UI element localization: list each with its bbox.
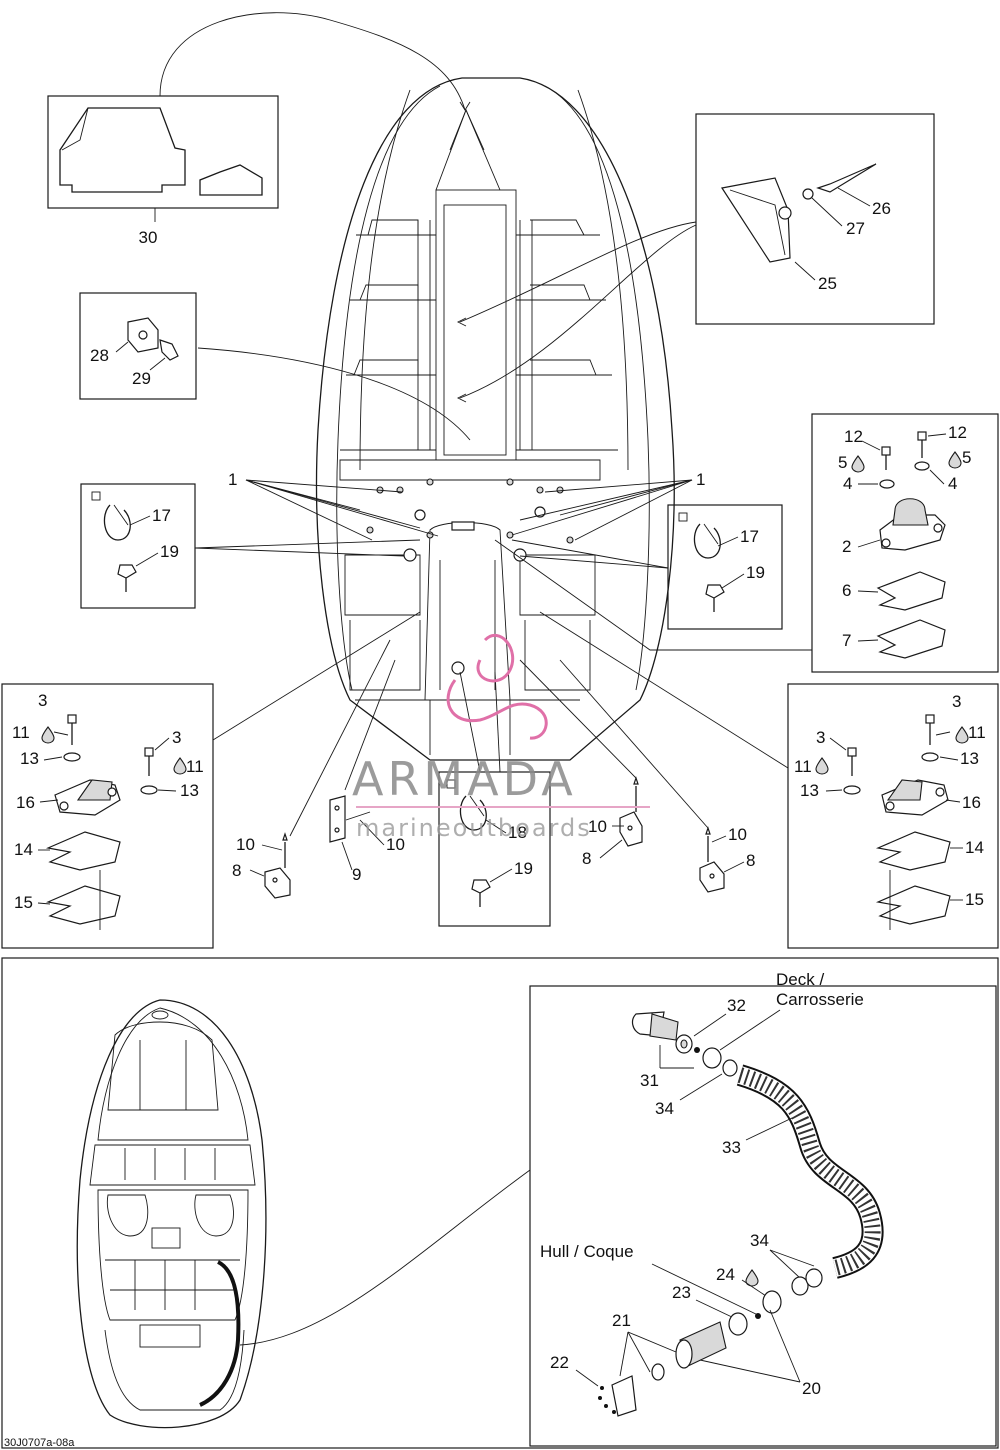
label-10-c: 10 <box>588 817 607 836</box>
figure-code: 30J0707a-08a <box>4 1437 75 1449</box>
label-10-a: 10 <box>236 835 255 854</box>
label-15-l: 15 <box>14 893 33 912</box>
box-25-26-27: 26 27 25 <box>456 113 935 403</box>
label-1-left-group: 1 <box>228 470 439 541</box>
label-3-la: 3 <box>38 691 47 710</box>
label-16-r: 16 <box>962 793 981 812</box>
label-5-a: 5 <box>838 453 847 472</box>
drop-icon <box>955 726 969 744</box>
label-27: 27 <box>846 219 865 238</box>
box-right-engine-mount: 3 11 13 16 14 15 3 11 13 <box>539 611 999 949</box>
label-33: 33 <box>722 1138 741 1157</box>
box-28-29: 28 29 <box>79 292 471 441</box>
label-2: 2 <box>842 537 851 556</box>
label-1-right-group: 1 <box>511 470 705 541</box>
label-8-d: 8 <box>746 851 755 870</box>
square-marker-icon <box>91 491 101 501</box>
label-3-lb: 3 <box>172 728 181 747</box>
drain-detail-parts: Deck / Carrosserie 32 31 34 33 34 Hull /… <box>540 970 884 1417</box>
label-34-b: 34 <box>750 1231 769 1250</box>
hull-callout: Hull / Coque <box>540 1242 634 1261</box>
label-20: 20 <box>802 1379 821 1398</box>
label-15-r: 15 <box>965 890 984 909</box>
label-3-rb: 3 <box>816 728 825 747</box>
label-1-left: 1 <box>228 470 237 489</box>
label-28: 28 <box>90 346 109 365</box>
label-13-ra: 13 <box>960 749 979 768</box>
label-16-l: 16 <box>16 793 35 812</box>
label-19-c: 19 <box>514 859 533 878</box>
drop-icon <box>815 757 829 775</box>
label-11-la: 11 <box>12 723 30 742</box>
label-17-left: 17 <box>152 506 171 525</box>
label-7: 7 <box>842 631 851 650</box>
label-32: 32 <box>727 996 746 1015</box>
label-13-rb: 13 <box>800 781 819 800</box>
drop-icon <box>851 455 865 473</box>
drain-detail-box <box>529 985 997 1447</box>
label-24: 24 <box>716 1265 735 1284</box>
label-17-right: 17 <box>740 527 759 546</box>
label-10-d: 10 <box>728 825 747 844</box>
box-30: 30 <box>47 12 471 247</box>
label-10-b: 10 <box>386 835 405 854</box>
watermark-tagline: marineoutboards <box>356 814 592 842</box>
label-11-ra: 11 <box>968 723 986 742</box>
label-4-b: 4 <box>948 474 957 493</box>
watermark-brand: ARMADA <box>352 752 577 806</box>
label-12-a: 12 <box>844 427 863 446</box>
label-5-b: 5 <box>962 448 971 467</box>
label-11-rb: 11 <box>794 757 812 776</box>
box-left-engine-mount: 3 11 13 16 14 15 3 11 13 <box>1 611 421 949</box>
label-26: 26 <box>872 199 891 218</box>
label-22: 22 <box>550 1353 569 1372</box>
label-30: 30 <box>139 228 158 247</box>
deck-callout-2: Carrosserie <box>776 990 864 1009</box>
label-29: 29 <box>132 369 151 388</box>
box-2-12: 12 12 5 5 4 4 2 6 7 <box>494 413 999 673</box>
box-17-19-right: 17 19 <box>511 504 783 630</box>
label-19-left: 19 <box>160 542 179 561</box>
square-marker-icon <box>446 779 456 789</box>
label-4-a: 4 <box>843 474 852 493</box>
label-1-right: 1 <box>696 470 705 489</box>
label-19-right: 19 <box>746 563 765 582</box>
hull-top-view <box>315 77 675 761</box>
drop-icon <box>173 757 187 775</box>
label-11-lb: 11 <box>186 757 204 776</box>
box-17-19-left: 17 19 <box>80 483 421 609</box>
brackets-8-9-10: 10 8 10 9 10 8 10 8 <box>232 639 755 899</box>
label-23: 23 <box>672 1283 691 1302</box>
drop-icon <box>745 1269 759 1287</box>
label-14-l: 14 <box>14 840 33 859</box>
label-21: 21 <box>612 1311 631 1330</box>
label-13-la: 13 <box>20 749 39 768</box>
label-34-a: 34 <box>655 1099 674 1118</box>
label-9: 9 <box>352 865 361 884</box>
bottom-panel <box>1 957 999 1449</box>
label-14-r: 14 <box>965 838 984 857</box>
square-marker-icon <box>678 512 688 522</box>
label-3-ra: 3 <box>952 692 961 711</box>
drop-icon <box>948 451 962 469</box>
label-31: 31 <box>640 1071 659 1090</box>
watermark: ARMADA marineoutboards <box>352 633 650 842</box>
label-8-a: 8 <box>232 861 241 880</box>
label-18: 18 <box>508 823 527 842</box>
label-8-c: 8 <box>582 849 591 868</box>
label-25: 25 <box>818 274 837 293</box>
deck-callout-1: Deck / <box>776 970 824 989</box>
boat-perspective <box>76 999 531 1429</box>
drop-icon <box>41 726 55 744</box>
label-13-lb: 13 <box>180 781 199 800</box>
label-12-b: 12 <box>948 423 967 442</box>
label-6: 6 <box>842 581 851 600</box>
